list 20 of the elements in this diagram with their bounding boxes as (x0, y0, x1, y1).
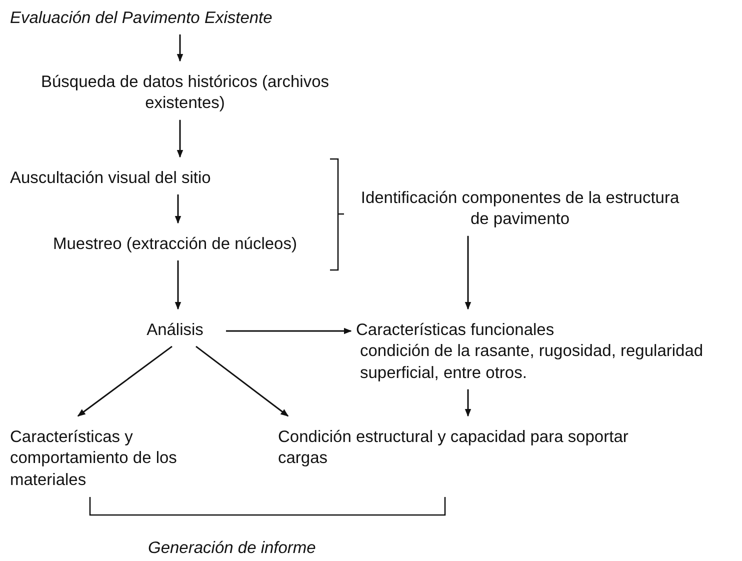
arrow (226, 328, 352, 334)
step-text: Análisis (146, 320, 204, 341)
bracket-label: Generación de informe (148, 538, 316, 559)
arrow (464, 236, 472, 310)
step-text: Características funcionales (356, 320, 556, 341)
arrow (174, 260, 182, 310)
arrow (464, 389, 472, 417)
arrow (176, 34, 184, 62)
arrow (196, 346, 289, 417)
arrow (77, 346, 172, 417)
arrow (174, 194, 182, 224)
step-description: condición de la rasante, rugosidad, regularidad superficial, entre otros. (359, 341, 704, 384)
step-text: Evaluación del Pavimento Existente (10, 8, 274, 29)
step-text: Búsqueda de datos históricos (archivos existentes) (40, 72, 330, 114)
step-text: Características y comportamiento de los materiales (10, 427, 178, 491)
step-text: Muestreo (extracción de núcleos) (52, 234, 298, 255)
step-text: Identificación componentes de la estructura de pavimento (360, 188, 680, 230)
step-text: Condición estructural y capacidad para soportar cargas (278, 427, 630, 470)
arrow (176, 120, 184, 158)
step-text: Auscultación visual del sitio (10, 168, 212, 189)
